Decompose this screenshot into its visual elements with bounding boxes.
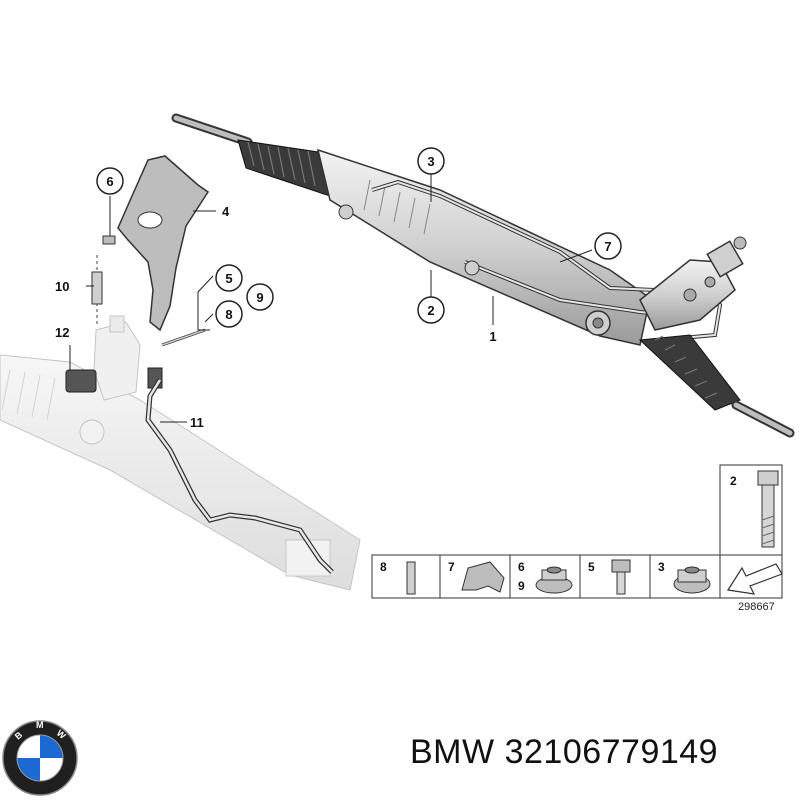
- callout-6: 6: [96, 167, 124, 195]
- svg-text:B: B: [13, 729, 25, 741]
- hex-nut-icon: [673, 566, 711, 594]
- callout-5: 5: [215, 264, 243, 292]
- arrow-icon: [727, 563, 783, 595]
- callout-9: 9: [246, 283, 274, 311]
- svg-text:9: 9: [256, 290, 263, 305]
- svg-text:3: 3: [427, 154, 434, 169]
- heat-shield: [117, 155, 210, 332]
- screw-icon: [611, 559, 631, 595]
- callout-2: 2: [417, 296, 445, 324]
- stud-part-10: [91, 255, 103, 325]
- rack-background-faded: [0, 315, 361, 591]
- svg-text:8: 8: [225, 307, 232, 322]
- left-bellows: [237, 139, 331, 197]
- label-4: 4: [222, 204, 230, 219]
- svg-text:5: 5: [225, 271, 232, 286]
- brand-name: BMW: [410, 733, 495, 771]
- stud-icon: [406, 561, 416, 595]
- bmw-logo: B M W: [2, 720, 78, 796]
- diagram-reference-number: 298667: [738, 601, 775, 613]
- label-1: 1: [489, 329, 496, 344]
- table-cell-9: 9: [518, 579, 525, 593]
- callout-7: 7: [594, 232, 622, 260]
- leader-lines: [69, 174, 593, 423]
- callout-8: 8: [215, 300, 243, 328]
- label-10: 10: [55, 279, 69, 294]
- table-cell-3: 3: [658, 560, 665, 574]
- steering-rack-main: [171, 113, 795, 438]
- valve-body: [639, 236, 747, 331]
- svg-text:M: M: [36, 720, 44, 730]
- table-cell-7: 7: [448, 560, 455, 574]
- rack-housing: [316, 148, 651, 346]
- table-cell-6: 6: [518, 560, 525, 574]
- flange-nut-icon: [535, 566, 573, 594]
- table-bolt-label: 2: [730, 474, 737, 488]
- svg-text:2: 2: [427, 303, 434, 318]
- label-11: 11: [190, 415, 204, 430]
- parts-table: 2 8 7 6 9 5 3: [371, 464, 783, 599]
- part-number: 32106779149: [504, 733, 719, 771]
- svg-text:6: 6: [106, 174, 113, 189]
- sensor-connector: [65, 369, 97, 393]
- svg-text:7: 7: [604, 239, 611, 254]
- table-cell-5: 5: [588, 560, 595, 574]
- label-12: 12: [55, 325, 69, 340]
- table-cell-8: 8: [380, 560, 387, 574]
- clamp-icon: [461, 561, 505, 593]
- bolt-icon: [757, 470, 779, 548]
- callout-3: 3: [417, 147, 445, 175]
- right-bellows: [638, 334, 741, 411]
